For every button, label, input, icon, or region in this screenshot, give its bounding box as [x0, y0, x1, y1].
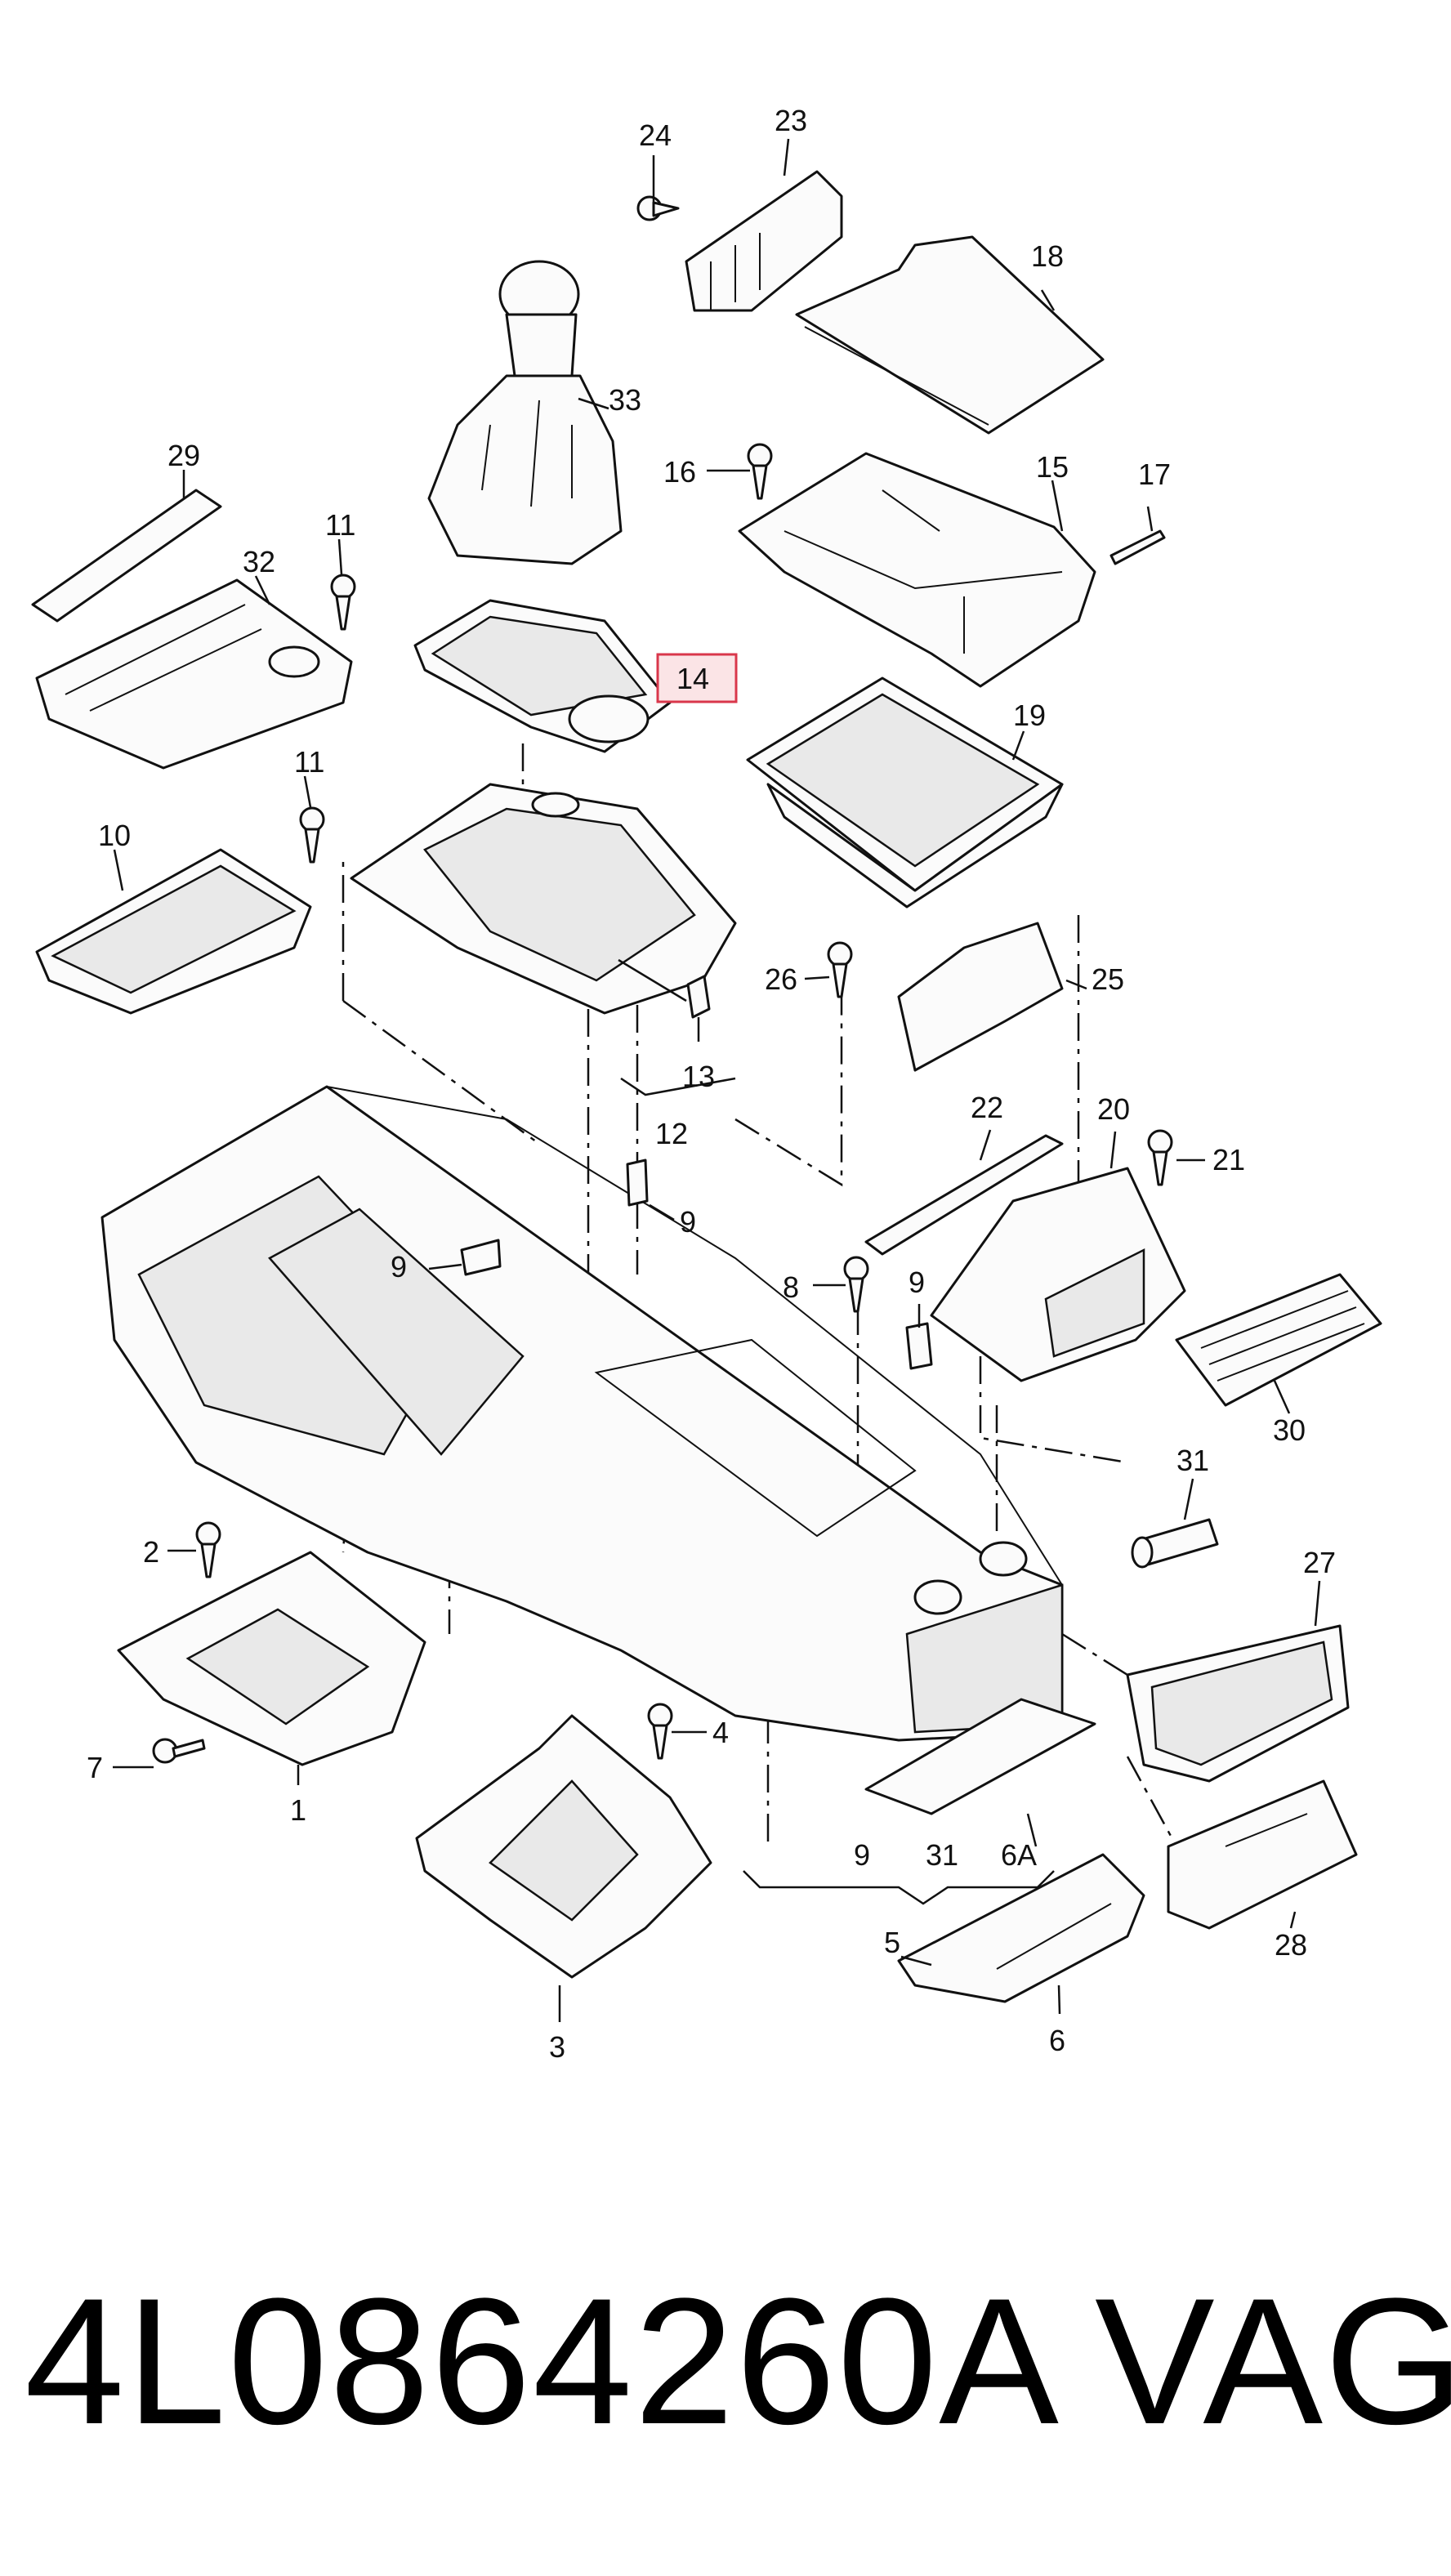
part-25-bracket [897, 922, 1064, 1072]
callout-25: 25 [1092, 962, 1124, 996]
callout-27: 27 [1303, 1546, 1336, 1579]
callout-33: 33 [609, 383, 641, 417]
callout-19: 19 [1013, 699, 1046, 732]
callout-31-lower: 31 [926, 1838, 958, 1872]
callout-22: 22 [971, 1091, 1003, 1124]
part-28-panel [1167, 1779, 1358, 1930]
part-15-bracket [738, 452, 1096, 688]
callout-16: 16 [663, 455, 696, 489]
callout-11-upper: 11 [325, 508, 355, 542]
part-13-clip [686, 975, 711, 1019]
callout-12: 12 [655, 1117, 688, 1150]
part-21-screw [1147, 1129, 1173, 1186]
part-1-bracket [117, 1551, 426, 1766]
callout-1: 1 [290, 1793, 306, 1827]
callout-labels: 24 23 18 33 16 15 17 29 32 11 11 10 19 1… [87, 104, 1336, 2064]
part-12-console-insert [350, 783, 737, 1015]
part-27-storage-box [1126, 1624, 1350, 1783]
part-10-tray [35, 848, 312, 1015]
part-3-shifter-bracket [415, 1714, 712, 1979]
callout-10: 10 [98, 819, 131, 852]
part-31-socket [1131, 1518, 1219, 1569]
part-8-screw [843, 1256, 869, 1313]
callout-18: 18 [1031, 239, 1064, 273]
part-14-frame [413, 599, 672, 753]
part-23-bracket [685, 170, 843, 312]
part-32-trim [35, 578, 353, 770]
callout-17: 17 [1138, 458, 1171, 491]
callout-4: 4 [712, 1716, 729, 1749]
callout-30: 30 [1273, 1413, 1306, 1447]
part-30-rear-vent [1175, 1273, 1382, 1407]
callout-9-upper: 9 [680, 1205, 696, 1239]
part-2-screw [195, 1521, 221, 1578]
callout-11-lower: 11 [294, 745, 324, 779]
part-19-tray [746, 676, 1064, 909]
callout-9-lower: 9 [854, 1838, 870, 1872]
leader-lines [113, 138, 1321, 2022]
part-9-clip-left [460, 1239, 502, 1276]
part-24-screw [636, 195, 680, 221]
callout-28: 28 [1275, 1928, 1307, 1962]
callout-13: 13 [682, 1060, 715, 1093]
part-11-screw-upper [330, 574, 356, 631]
callout-14: 14 [676, 662, 709, 695]
callout-5: 5 [884, 1926, 900, 1959]
callout-23: 23 [775, 104, 807, 137]
brand-name: VAG [1095, 2261, 1451, 2462]
part-9-clip-upper [626, 1159, 649, 1207]
callout-20: 20 [1097, 1092, 1130, 1126]
part-26-screw [827, 941, 853, 998]
callout-2: 2 [143, 1535, 159, 1569]
callout-15: 15 [1036, 450, 1069, 484]
callout-14-highlight-box [656, 653, 738, 703]
part-20-vent-housing [930, 1167, 1186, 1382]
center-console-body [100, 1085, 1064, 1742]
callout-6: 6 [1049, 2024, 1065, 2057]
callout-6a: 6A [1001, 1838, 1037, 1872]
part-4-screw [647, 1703, 673, 1760]
callout-26: 26 [765, 962, 797, 996]
callout-21: 21 [1212, 1143, 1245, 1176]
callout-31-upper: 31 [1176, 1444, 1209, 1477]
callout-7: 7 [87, 1751, 103, 1784]
part-17-pin [1109, 529, 1166, 565]
callout-3: 3 [549, 2030, 565, 2064]
part-22-strip [864, 1134, 1064, 1256]
part-number: 4L0864260A [25, 2261, 1060, 2462]
part-9-clip-right [905, 1322, 933, 1370]
part-18-cover [795, 235, 1105, 435]
part-29-strip [31, 489, 222, 623]
part-6-cover [897, 1853, 1145, 2003]
callout-32: 32 [243, 545, 275, 578]
callout-29: 29 [167, 439, 200, 472]
callout-8: 8 [783, 1270, 799, 1304]
part-16-screw [747, 443, 773, 500]
part-11-screw-lower [299, 806, 325, 864]
part-6a-insert [864, 1698, 1096, 1815]
part-33-shift-boot [427, 260, 623, 565]
part-7-screw [152, 1738, 206, 1764]
callout-24: 24 [639, 118, 672, 152]
callout-9-left: 9 [391, 1250, 407, 1284]
callout-9-right: 9 [909, 1266, 925, 1299]
